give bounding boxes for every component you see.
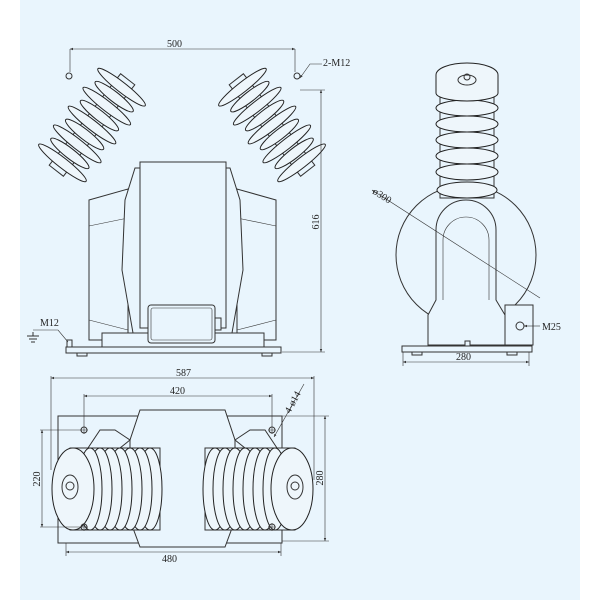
terminal-label-2-m12: 2-M12 xyxy=(323,58,350,69)
dim-depth-280: 280 xyxy=(315,471,326,486)
front-view: M12 500 2-M12 616 xyxy=(27,39,350,357)
ground-label: M12 xyxy=(40,318,59,329)
secondary-box xyxy=(504,304,534,346)
top-right-insulator xyxy=(202,447,314,531)
left-terminal-icon xyxy=(65,72,73,80)
side-insulator xyxy=(435,62,499,199)
dim-holes-420: 420 xyxy=(170,386,185,397)
dim-base-480: 480 xyxy=(162,554,177,565)
dim-side-280: 280 xyxy=(456,352,471,363)
front-base-plate xyxy=(65,346,282,354)
diameter-label-300: ø300 xyxy=(370,186,393,206)
top-left-insulator xyxy=(51,447,163,531)
terminal-label-m25: M25 xyxy=(542,322,561,333)
ground-icon xyxy=(27,329,69,343)
right-terminal-icon xyxy=(293,72,301,80)
dim-holes-220: 220 xyxy=(32,472,43,487)
left-insulator xyxy=(38,67,146,183)
dim-width-500: 500 xyxy=(167,39,182,50)
terminal-box xyxy=(147,304,216,344)
right-insulator xyxy=(218,67,326,183)
top-view: 587 420 480 220 280 4-ø14 xyxy=(32,368,329,565)
dim-height-616: 616 xyxy=(311,215,322,230)
side-view: M25 ø300 280 xyxy=(370,62,561,366)
dim-overall-587: 587 xyxy=(176,368,191,379)
hole-label-4-14: 4-ø14 xyxy=(283,390,304,416)
